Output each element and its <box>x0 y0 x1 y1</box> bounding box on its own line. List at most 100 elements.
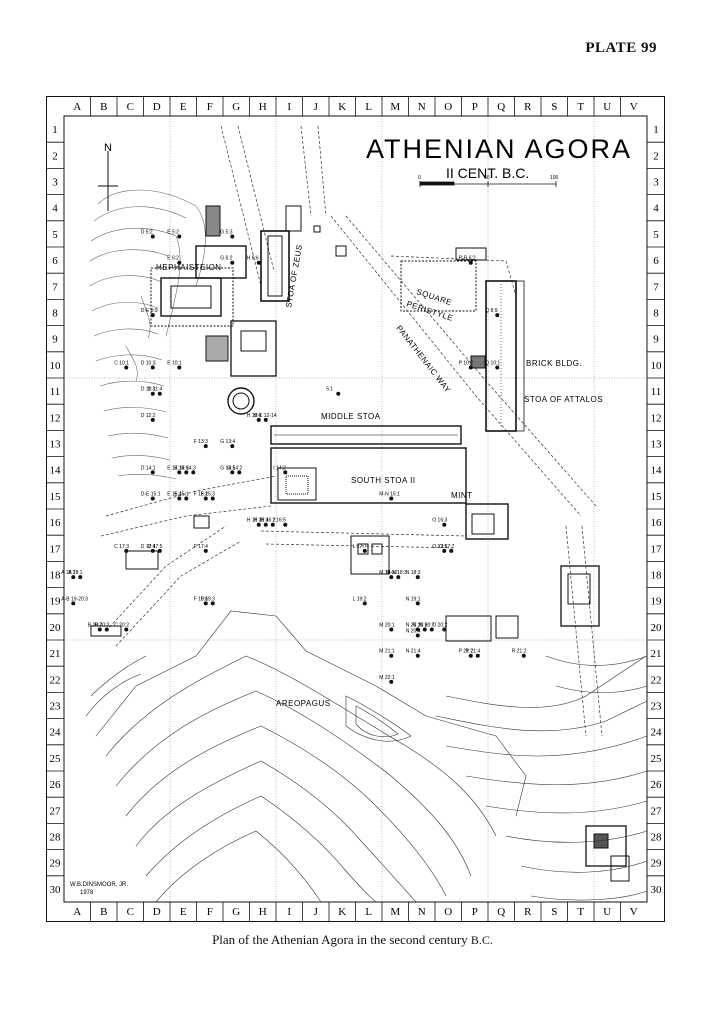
grid-row-right-20: 20 <box>651 622 663 634</box>
grid-row-right-21: 21 <box>651 648 662 660</box>
findspot-dot-41 <box>203 601 208 606</box>
findspot-dot-7 <box>150 313 155 318</box>
findspot-label-24: E 15:1 <box>174 492 189 498</box>
grid-lines <box>64 116 647 902</box>
findspot-dot-57 <box>415 633 420 638</box>
areopagus-contours <box>85 610 648 903</box>
findspot-dot-10 <box>177 365 182 370</box>
grid-row-left-29: 29 <box>50 858 62 870</box>
findspot-label-39: A 18:7 <box>61 570 75 576</box>
grid-col-top-t: T <box>577 101 584 113</box>
findspot-label-41: F 19:6 <box>194 596 208 602</box>
grid-col-bottom-u: U <box>603 906 611 918</box>
grid-col-top-d: D <box>153 101 161 113</box>
findspot-label-63: R 21:2 <box>512 649 527 655</box>
grid-col-top-u: U <box>603 101 611 113</box>
grid-row-right-5: 5 <box>653 229 659 241</box>
grid-row-left-25: 25 <box>50 753 62 765</box>
grid-col-top-o: O <box>444 101 452 113</box>
findspot-dot-20 <box>184 470 189 475</box>
findspot-label-18: G 14:2 <box>227 465 242 471</box>
grid-row-left-2: 2 <box>52 150 58 162</box>
grid-row-right-3: 3 <box>653 177 659 189</box>
buildings <box>90 205 630 882</box>
findspot-label-37: D 17:5 <box>148 544 163 550</box>
findspot-label-10: E 10:1 <box>167 361 182 367</box>
grid-col-top-l: L <box>365 101 372 113</box>
findspot-label-13: D 12:2 <box>141 413 156 419</box>
grid-col-top-i: I <box>287 101 291 113</box>
findspot-label-58: O 20:2 <box>432 623 447 629</box>
findspot-dot-12 <box>157 391 162 396</box>
grid-row-left-22: 22 <box>50 674 61 686</box>
findspot-label-59: N 21:4 <box>406 649 421 655</box>
grid-row-right-2: 2 <box>653 150 659 162</box>
findspot-dot-15 <box>256 417 261 422</box>
grid-row-left-23: 23 <box>50 701 62 713</box>
findspot-dot-29 <box>283 470 288 475</box>
grid-col-top-g: G <box>232 101 240 113</box>
findspot-dot-58 <box>442 627 447 632</box>
grid-row-left-17: 17 <box>50 543 62 555</box>
findspot-label-1: E 5:2 <box>167 230 179 236</box>
label-stoa-of-attalos: STOA OF ATTALOS <box>524 395 603 404</box>
findspot-label-16: G 13:4 <box>220 439 235 445</box>
grid-row-right-13: 13 <box>651 439 663 451</box>
grid-row-left-24: 24 <box>50 727 62 739</box>
findspot-label-9: D 10:3 <box>141 361 156 367</box>
grid-col-bottom-t: T <box>577 906 584 918</box>
findspot-label-69: Q 8:9 <box>485 308 497 314</box>
grid-row-left-8: 8 <box>52 308 58 320</box>
grid-row-left-20: 20 <box>50 622 62 634</box>
findspot-label-19: E 14:1 <box>167 465 182 471</box>
credit-year: 1978 <box>80 890 94 896</box>
label-mint: MINT <box>451 491 473 500</box>
grid-row-left-26: 26 <box>50 779 62 791</box>
grid-row-left-3: 3 <box>52 177 58 189</box>
findspot-dot-47 <box>362 548 367 553</box>
findspot-dot-2 <box>177 260 182 265</box>
grid-row-right-7: 7 <box>653 281 659 293</box>
grid-col-top-j: J <box>314 101 319 113</box>
grid-col-top-b: B <box>100 101 107 113</box>
findspot-dot-60 <box>389 653 394 658</box>
findspot-dot-37 <box>157 548 162 553</box>
findspot-label-35: D 17:4 <box>141 544 156 550</box>
grid-row-right-18: 18 <box>651 570 663 582</box>
findspot-dot-63 <box>521 653 526 658</box>
findspot-dot-39 <box>71 575 76 580</box>
grid-row-left-13: 13 <box>50 439 62 451</box>
grid-row-right-23: 23 <box>651 701 663 713</box>
grid-col-bottom-c: C <box>127 906 134 918</box>
grid-row-right-15: 15 <box>651 491 663 503</box>
grid-row-left-5: 5 <box>52 229 58 241</box>
findspot-label-20: E 14:6 <box>174 465 189 471</box>
findspot-dot-65 <box>442 522 447 527</box>
findspot-dot-30 <box>389 496 394 501</box>
findspot-label-17: G 14:5 <box>220 465 235 471</box>
findspot-label-25: F 15:2 <box>194 492 208 498</box>
findspot-dot-55 <box>389 627 394 632</box>
findspot-dot-17 <box>230 470 235 475</box>
caption-text: Plan of the Athenian Agora in the second… <box>212 932 468 947</box>
findspot-dot-16 <box>230 444 235 449</box>
caption-era: B.C. <box>470 933 493 947</box>
findspot-dot-71 <box>495 365 500 370</box>
grid-col-bottom-n: N <box>418 906 426 918</box>
grid-row-left-12: 12 <box>50 412 61 424</box>
findspot-label-23: E 15:4 <box>167 492 182 498</box>
grid-row-right-25: 25 <box>651 753 663 765</box>
grid-col-bottom-b: B <box>100 906 107 918</box>
findspot-label-50: N 18:3 <box>406 570 421 576</box>
findspot-label-57: N 20:4 <box>406 629 421 635</box>
grid-row-right-30: 30 <box>651 884 663 896</box>
grid-col-bottom-r: R <box>524 906 532 918</box>
findspot-dot-22 <box>150 470 155 475</box>
scale-mid: 50 <box>484 175 490 181</box>
grid-col-top-r: R <box>524 101 532 113</box>
findspot-dot-36 <box>124 548 129 553</box>
findspot-dot-8 <box>124 365 129 370</box>
findspot-label-43: A-B 19-20:3 <box>61 596 88 602</box>
findspot-dot-11 <box>150 391 155 396</box>
